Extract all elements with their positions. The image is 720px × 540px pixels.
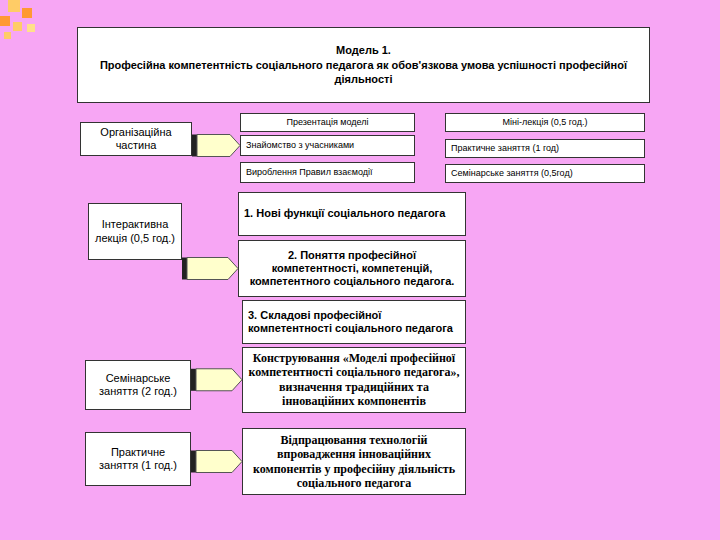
block-arrow bbox=[182, 258, 238, 280]
box-text: Знайомство з учасниками bbox=[246, 140, 409, 151]
content-box: 1. Нові функції соціального педагога bbox=[238, 192, 466, 236]
arrow-body bbox=[197, 135, 240, 157]
arrow-body bbox=[196, 369, 242, 391]
arrow-bar bbox=[191, 369, 196, 391]
block-arrow bbox=[192, 135, 240, 157]
corner-square bbox=[22, 8, 32, 18]
box-text: Відпрацювання технологій впровадження ін… bbox=[248, 433, 460, 491]
content-box: Презентація моделі bbox=[240, 113, 415, 132]
box-text: Практичне заняття (1 год.) bbox=[91, 446, 185, 472]
content-box: Вироблення Правил взаємодії bbox=[240, 162, 415, 183]
box-text: 1. Нові функції соціального педагога bbox=[244, 207, 460, 220]
title-box: Модель 1. Професійна компетентність соціа… bbox=[77, 27, 650, 103]
content-box: Міні-лекція (0,5 год.) bbox=[445, 113, 645, 132]
section-box: Організаційна частина bbox=[80, 122, 192, 156]
section-box: Практичне заняття (1 год.) bbox=[85, 432, 191, 486]
box-text: 3. Складові професійної компетентності с… bbox=[248, 309, 460, 335]
content-box: Знайомство з учасниками bbox=[240, 135, 415, 156]
content-box: Семінарське заняття (0,5год) bbox=[445, 164, 645, 183]
arrow-body bbox=[196, 451, 242, 473]
corner-square bbox=[0, 16, 10, 26]
content-box: 2. Поняття професійної компетентності, к… bbox=[238, 240, 466, 297]
arrow-bar bbox=[191, 451, 196, 473]
box-text: Міні-лекція (0,5 год.) bbox=[451, 117, 639, 128]
arrow-bar bbox=[182, 258, 187, 280]
arrow-body bbox=[187, 258, 238, 280]
content-box: Практичне заняття (1 год) bbox=[445, 139, 645, 158]
box-text: Практичне заняття (1 год) bbox=[451, 143, 639, 154]
box-text: Конструювання «Моделі професійної компет… bbox=[248, 351, 460, 409]
section-box: Інтерактивна лекція (0,5 год.) bbox=[88, 203, 182, 260]
box-text: Презентація моделі bbox=[246, 117, 409, 128]
block-arrow bbox=[191, 451, 242, 473]
box-text: Семінарське заняття (2 год.) bbox=[91, 372, 185, 398]
box-text: Інтерактивна лекція (0,5 год.) bbox=[94, 218, 176, 244]
corner-square bbox=[4, 32, 11, 39]
model-number: Модель 1. bbox=[83, 44, 644, 57]
corner-square bbox=[13, 22, 22, 31]
box-text: Організаційна частина bbox=[86, 126, 186, 152]
box-text: 2. Поняття професійної компетентності, к… bbox=[244, 249, 460, 289]
box-text: Семінарське заняття (0,5год) bbox=[451, 168, 639, 179]
corner-square bbox=[8, 0, 20, 12]
section-box: Семінарське заняття (2 год.) bbox=[85, 360, 191, 410]
content-box: Відпрацювання технологій впровадження ін… bbox=[242, 428, 466, 495]
box-text: Вироблення Правил взаємодії bbox=[246, 167, 409, 178]
arrow-bar bbox=[192, 135, 197, 157]
model-title: Професійна компетентність соціального пе… bbox=[83, 59, 644, 85]
corner-square bbox=[27, 24, 35, 32]
content-box: Конструювання «Моделі професійної компет… bbox=[242, 347, 466, 413]
content-box: 3. Складові професійної компетентності с… bbox=[242, 300, 466, 344]
block-arrow bbox=[191, 369, 242, 391]
